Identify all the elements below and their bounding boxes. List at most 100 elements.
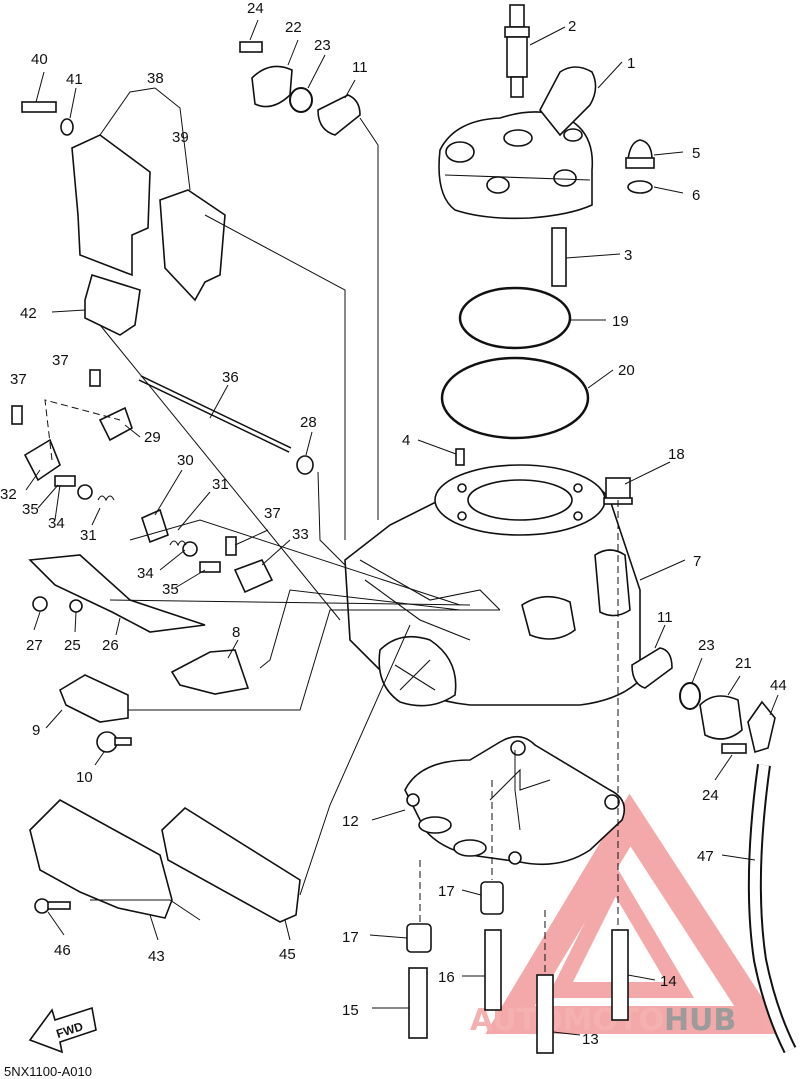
callout-34-b: 34 <box>137 565 154 582</box>
callout-10: 10 <box>76 769 93 786</box>
callout-32: 32 <box>0 486 17 503</box>
cylinder-stud-14 <box>611 929 629 1021</box>
fwd-arrow: FWD <box>28 1006 97 1054</box>
callout-11-right: 11 <box>657 609 673 626</box>
callout-40: 40 <box>31 51 48 68</box>
bolt-37-c <box>225 536 237 556</box>
callout-4: 4 <box>402 432 410 449</box>
bolt-24-top <box>239 41 263 53</box>
spring-35-b <box>199 561 221 573</box>
spring-31-a <box>97 495 115 502</box>
watermark-text-hub: HUB <box>664 1003 736 1038</box>
washer-41 <box>60 118 74 136</box>
callout-11-top: 11 <box>352 59 368 76</box>
callout-7: 7 <box>693 553 701 570</box>
spring-35-a <box>54 475 76 487</box>
collar-11-right <box>631 647 673 689</box>
callout-31-a: 31 <box>80 527 97 544</box>
lever-32 <box>23 438 61 482</box>
o-ring-23-top <box>289 87 313 113</box>
callout-labels: 1 2 3 4 5 6 7 8 9 10 11 11 12 13 14 15 1… <box>0 0 787 1048</box>
head-stud <box>551 227 567 287</box>
svg-text:AUTOMOTOHUB: AUTOMOTOHUB <box>470 1003 736 1038</box>
bolt-37-a <box>89 369 101 387</box>
lever-30 <box>141 508 169 544</box>
callout-46: 46 <box>54 942 71 959</box>
bolt-27 <box>32 596 48 612</box>
callout-35-b: 35 <box>162 581 179 598</box>
callout-47: 47 <box>697 848 714 865</box>
cylinder-head <box>438 66 597 220</box>
callout-37-a: 37 <box>52 352 69 369</box>
valve-housing-cover-21 <box>699 695 743 740</box>
cylinder-stud-16 <box>484 929 502 1011</box>
spark-plug <box>504 4 530 98</box>
cylinder-nut-17-upper <box>480 881 504 915</box>
callout-17-lower: 17 <box>342 929 359 946</box>
callout-leaders <box>25 19 779 1036</box>
dowel-pin <box>455 448 465 466</box>
washer <box>627 180 653 194</box>
callout-39: 39 <box>172 129 189 146</box>
callout-42: 42 <box>20 305 37 322</box>
callout-30: 30 <box>177 452 194 469</box>
spring-31-b <box>169 540 187 547</box>
callout-28: 28 <box>300 414 317 431</box>
callout-45: 45 <box>279 946 296 963</box>
callout-29: 29 <box>144 429 161 446</box>
nipple-44 <box>747 700 776 754</box>
callout-20: 20 <box>618 362 635 379</box>
callout-38: 38 <box>147 70 164 87</box>
head-gasket-inner <box>458 286 572 350</box>
callout-2: 2 <box>568 18 576 35</box>
callout-6: 6 <box>692 187 700 204</box>
head-gasket-outer <box>440 356 590 440</box>
o-ring-23-right <box>679 682 701 710</box>
callout-25: 25 <box>64 637 81 654</box>
cylinder-base-gasket <box>404 735 626 866</box>
cylinder <box>344 464 641 707</box>
callout-27: 27 <box>26 637 43 654</box>
cylinder-nut-17-lower <box>406 923 432 953</box>
callout-37-b: 37 <box>10 371 27 388</box>
gasket-38 <box>71 134 151 277</box>
callout-34-a: 34 <box>48 515 65 532</box>
callout-12: 12 <box>342 813 359 830</box>
bracket-9 <box>59 674 129 723</box>
gasket-45 <box>161 806 301 923</box>
callout-44: 44 <box>770 677 787 694</box>
callout-3: 3 <box>624 247 632 264</box>
callout-1: 1 <box>627 55 635 72</box>
lever-29 <box>98 406 133 442</box>
callout-16: 16 <box>438 969 455 986</box>
callout-19: 19 <box>612 313 629 330</box>
callout-22: 22 <box>285 19 302 36</box>
callout-24-right: 24 <box>702 787 719 804</box>
callout-41: 41 <box>66 71 83 88</box>
valve-housing-cover-top <box>251 65 293 108</box>
shaft-36 <box>138 375 292 453</box>
callout-26: 26 <box>102 637 119 654</box>
callout-36: 36 <box>222 369 239 386</box>
reed-cover-43 <box>29 799 173 919</box>
washer-28 <box>296 455 314 475</box>
lever-8 <box>170 649 250 695</box>
callout-5: 5 <box>692 145 700 162</box>
bolt-40 <box>21 101 57 113</box>
callout-37-c: 37 <box>264 505 281 522</box>
callout-23-top: 23 <box>314 37 331 54</box>
callout-14: 14 <box>660 973 677 990</box>
reference-lines <box>44 117 619 975</box>
callout-35-a: 35 <box>22 501 39 518</box>
callout-18: 18 <box>668 446 685 463</box>
washer-25 <box>69 599 83 613</box>
link-26 <box>28 554 206 633</box>
bolt-37-b <box>11 405 23 425</box>
washer-34-a <box>77 484 93 500</box>
collar-11-top <box>317 94 361 136</box>
plate-42 <box>84 273 141 336</box>
lever-33 <box>233 559 274 594</box>
callout-33: 33 <box>292 526 309 543</box>
callout-21: 21 <box>735 655 752 672</box>
